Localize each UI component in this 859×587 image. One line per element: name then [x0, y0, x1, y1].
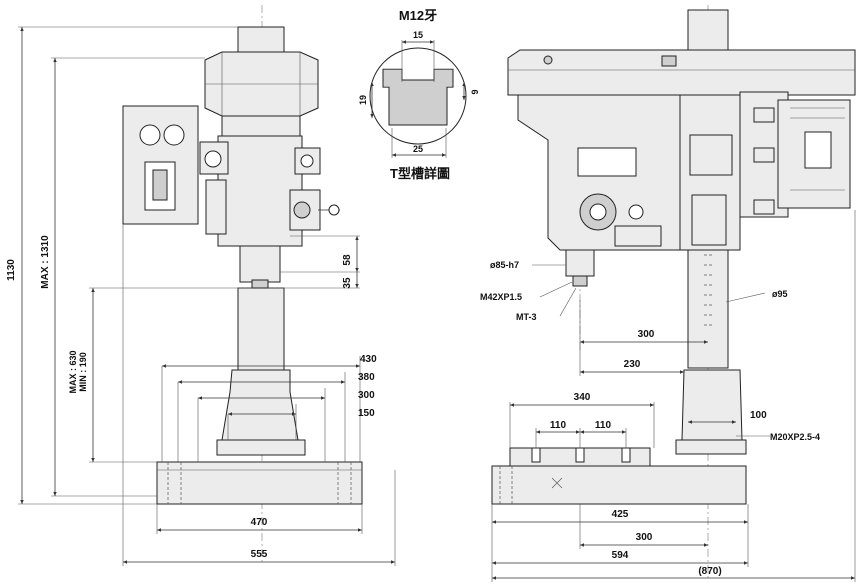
dim-max-travel: MAX : 630	[68, 350, 78, 393]
dim-max-height: MAX : 1310	[40, 235, 51, 289]
dim-spindle-35: 35	[342, 277, 353, 289]
dim-spindle-58: 58	[342, 254, 353, 266]
dim-slot-top: 15	[413, 30, 423, 40]
label-thread: M42XP1.5	[480, 292, 522, 302]
front-view: 1130 MAX : 1310 MAX : 630 MIN : 190 58 3…	[6, 5, 396, 566]
dim-min-travel: MIN : 190	[78, 352, 88, 392]
dim-slot-380: 380	[358, 372, 375, 383]
dim-overall-height: 1130	[6, 259, 17, 281]
dim-base-470: 470	[251, 517, 268, 528]
dim-slot-110-b: 110	[595, 420, 612, 431]
dim-base-594: 594	[612, 550, 629, 561]
dim-reach-230: 230	[624, 359, 641, 370]
dim-slot-110-a: 110	[550, 420, 567, 431]
dim-slot-bottom: 25	[413, 144, 423, 154]
dim-slot-right: 9	[470, 89, 480, 94]
label-bolt-thread: M20XP2.5-4	[770, 432, 820, 442]
side-view: ø85-h7 M42XP1.5 MT-3 ø95 300 230 340 110…	[480, 5, 856, 582]
dim-slot-150: 150	[358, 408, 375, 419]
label-column-dia: ø95	[772, 289, 788, 299]
dim-slot-300: 300	[358, 390, 375, 401]
dim-base-870: (870)	[698, 566, 721, 577]
dim-base-300: 300	[636, 532, 653, 543]
dim-bolt-100: 100	[750, 410, 767, 421]
t-slot-detail: M12牙 15 19 9 25 T型槽詳圖	[358, 8, 480, 181]
dim-base-425: 425	[612, 509, 629, 520]
t-slot-title: M12牙	[399, 8, 437, 23]
dim-table-340: 340	[574, 392, 591, 403]
label-spindle-dia: ø85-h7	[490, 260, 519, 270]
label-taper: MT-3	[516, 312, 537, 322]
dim-slot-430: 430	[360, 354, 377, 365]
t-slot-caption: T型槽詳圖	[390, 166, 450, 181]
dim-slot-left: 19	[358, 95, 368, 105]
dim-base-555: 555	[251, 549, 268, 560]
dim-reach-300: 300	[638, 329, 655, 340]
